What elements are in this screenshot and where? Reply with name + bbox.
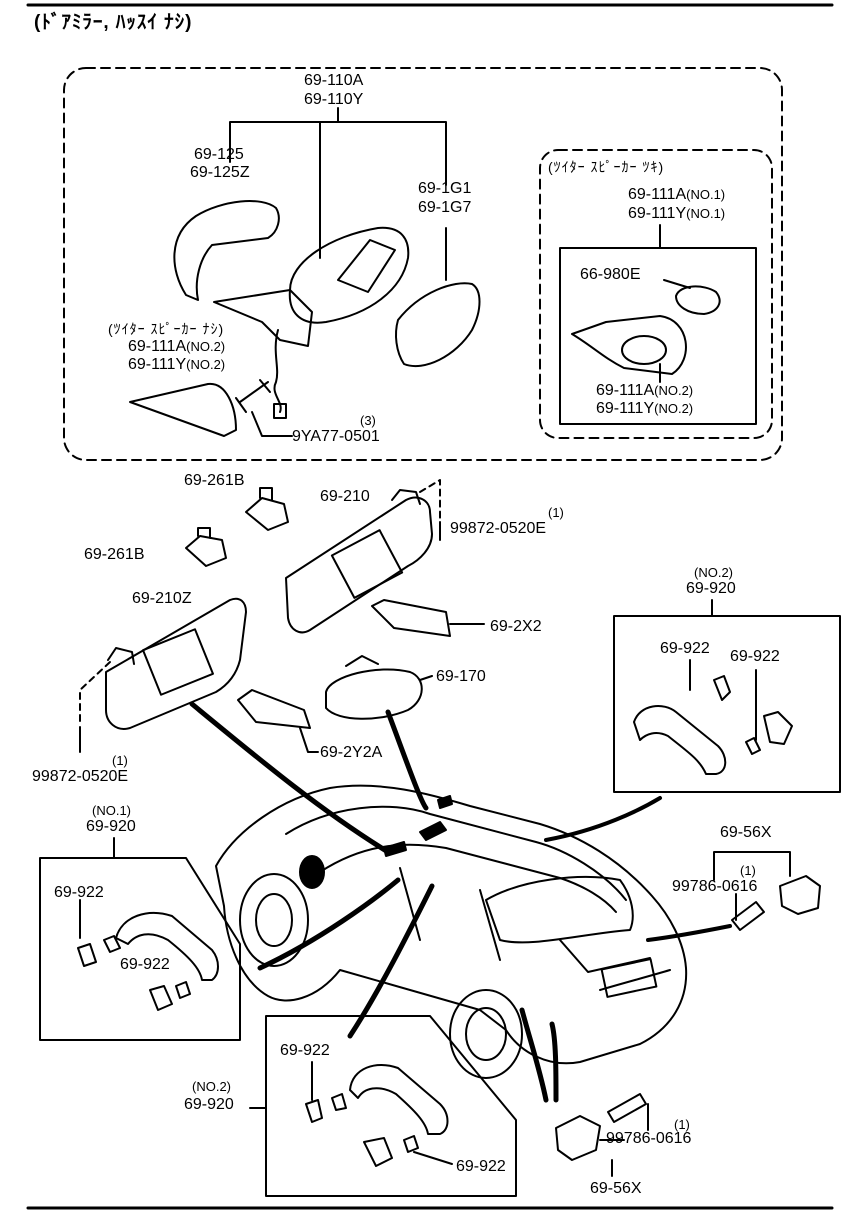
- label-striker-top: 69-56X: [720, 824, 772, 841]
- label-mirror-assy-a: 69-110A: [304, 72, 364, 89]
- label-screw-left: 99872-0520E: [32, 768, 129, 785]
- label-visor-l: 69-210Z: [132, 590, 192, 607]
- room-mirror-part: [325, 668, 423, 720]
- mirror-housing-inner: [337, 239, 396, 293]
- label-cover-y2a: 69-2Y2A: [320, 744, 383, 761]
- label-sp-garnish-y-no1: 69-111Y(NO.1): [628, 205, 726, 222]
- striker-bottom-part: [555, 1115, 601, 1161]
- label-grip-cap-b: 69-922: [730, 648, 780, 665]
- label-sp-garnish-a-no2: 69-111A(NO.2): [596, 382, 694, 399]
- label-striker-bottom: 69-56X: [590, 1180, 642, 1197]
- label-room-mirror: 69-170: [436, 668, 486, 685]
- label-striker-bolt2: 99786-0616: [606, 1130, 692, 1147]
- label-visor-r: 69-210: [320, 488, 370, 505]
- grip-no2-bottom-part: [349, 1064, 449, 1135]
- visor-holder-top-part: [245, 487, 289, 531]
- map-lamp-part: [371, 599, 451, 637]
- label-grip-no2-right: 69-920: [686, 580, 736, 597]
- mirror-harness: [273, 329, 282, 413]
- car-body: [215, 784, 688, 1065]
- striker-top-part: [779, 875, 821, 915]
- label-screw-top-qty: (1): [548, 505, 564, 520]
- visor-right-part: [285, 496, 433, 634]
- label-mirror-assy-y: 69-110Y: [304, 91, 364, 108]
- label-bolt-qty: (3): [360, 413, 376, 428]
- label-sp-garnish-a-no1: 69-111A(NO.1): [628, 186, 726, 203]
- visor-left-part: [105, 597, 247, 730]
- label-glass-b: 69-1G7: [418, 199, 472, 216]
- speaker-group-box: [539, 149, 773, 439]
- tweeter-part: [675, 285, 721, 315]
- label-garnish-y-no2: 69-111Y(NO.2): [128, 356, 226, 373]
- label-grip-no1: 69-920: [86, 818, 136, 835]
- grip-no1-part: [115, 912, 219, 981]
- license-plate: [600, 958, 658, 998]
- label-tweeter: 66-980E: [580, 266, 641, 283]
- visor-holder-left-part: [185, 527, 227, 567]
- rear-window: [485, 875, 634, 944]
- label-holder-top: 69-261B: [184, 472, 245, 489]
- garnish-part: [129, 382, 237, 437]
- label-grip-cap-a: 69-922: [660, 640, 710, 657]
- label-no-speaker-note: (ﾂｲﾀｰ ｽﾋﾟｰｶｰ ﾅｼ): [108, 321, 225, 337]
- harness-connector: [273, 403, 287, 419]
- label-grip-no2-right-q: (NO.2): [694, 565, 733, 580]
- cover-y2a-part: [237, 689, 311, 729]
- label-glass-a: 69-1G1: [418, 180, 472, 197]
- mirror-group-box: [63, 67, 783, 461]
- label-cover-z: 69-125Z: [190, 164, 250, 181]
- page-title: (ﾄﾞｱﾐﾗｰ, ﾊｯｽｲ ﾅｼ): [34, 12, 193, 33]
- label-grip-no2-bottom-q: (NO.2): [192, 1079, 231, 1094]
- speaker-detail-box: [559, 247, 757, 425]
- mirror-base-part: [213, 289, 313, 347]
- label-cover-a: 69-125: [194, 146, 244, 163]
- label-sp-garnish-y-no2: 69-111Y(NO.2): [596, 400, 694, 417]
- front-wheel: [239, 873, 309, 967]
- grip-no2-right-box: [613, 615, 841, 793]
- mirror-bolt-part: [235, 379, 271, 413]
- label-map-lamp-x2: 69-2X2: [490, 618, 542, 635]
- label-striker-bolt: 99786-0616: [672, 878, 758, 895]
- grip-no2-bottom-box: [265, 1015, 517, 1197]
- grip-right-part: [633, 705, 727, 775]
- grip-no1-box: [39, 857, 241, 1041]
- label-grip-no1-q: (NO.1): [92, 803, 131, 818]
- label-no1-cap-a: 69-922: [54, 884, 104, 901]
- label-striker-bolt-qty: (1): [740, 863, 756, 878]
- mirror-bracket: [229, 107, 447, 281]
- label-no2-cap-b: 69-922: [456, 1158, 506, 1175]
- label-striker-bolt2-qty: (1): [674, 1117, 690, 1132]
- speaker-grille: [621, 335, 667, 365]
- label-garnish-a-no2: 69-111A(NO.2): [128, 338, 226, 355]
- label-screw-left-qty: (1): [112, 753, 128, 768]
- label-no1-cap-b: 69-922: [120, 956, 170, 973]
- mirror-cover-part: [173, 200, 280, 301]
- label-bolt: 9YA77-0501: [292, 428, 380, 445]
- speaker-garnish-part: [571, 315, 687, 375]
- rear-wheel: [449, 989, 523, 1079]
- visor-left-mirror: [142, 628, 214, 696]
- label-with-speaker-note: (ﾂｲﾀｰ ｽﾋﾟｰｶｰ ﾂｷ): [548, 159, 665, 175]
- visor-right-mirror: [330, 529, 404, 599]
- label-screw-top: 99872-0520E: [450, 520, 547, 537]
- label-holder-left: 69-261B: [84, 546, 145, 563]
- label-grip-no2-bottom: 69-920: [184, 1096, 234, 1113]
- mirror-glass-part: [395, 282, 481, 368]
- label-no2-cap-a: 69-922: [280, 1042, 330, 1059]
